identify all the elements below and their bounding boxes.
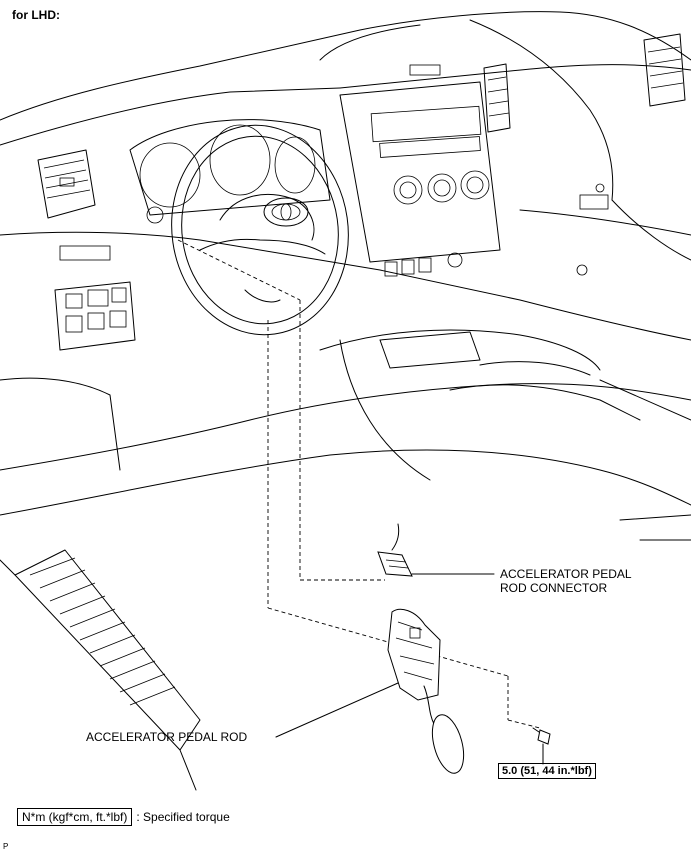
bolt-torque-value: 5.0 (51, 44 in.*lbf)	[498, 763, 596, 779]
floor-console	[0, 329, 691, 541]
variant-label: for LHD:	[12, 8, 60, 22]
instrument-cluster	[129, 119, 331, 224]
pedal-rod-connector	[377, 523, 413, 577]
connector-callout-line1: ACCELERATOR PEDAL	[500, 567, 632, 581]
pedal-rod-callout: ACCELERATOR PEDAL ROD	[86, 730, 248, 744]
connector-callout: ACCELERATOR PEDAL ROD CONNECTOR	[500, 567, 632, 595]
connector-callout-line2: ROD CONNECTOR	[500, 581, 608, 595]
dashboard-outline	[0, 11, 691, 516]
left-switch-panel	[54, 245, 136, 351]
right-air-vents	[483, 33, 686, 133]
left-air-vent	[37, 149, 96, 219]
assembly-leader-lines	[177, 239, 541, 729]
glove-box	[576, 183, 609, 276]
torque-unit-box: N*m (kgf*cm, ft.*lbf)	[17, 808, 133, 826]
door-sill	[0, 549, 201, 791]
callout-leaders	[275, 573, 544, 765]
steering-wheel	[171, 124, 349, 336]
mounting-bolt	[532, 727, 551, 745]
center-console	[339, 64, 501, 277]
corner-mark: P	[3, 842, 9, 851]
torque-legend: N*m (kgf*cm, ft.*lbf) : Specified torque	[17, 808, 230, 826]
accelerator-pedal-rod	[387, 608, 465, 774]
torque-legend-description: : Specified torque	[136, 810, 230, 824]
